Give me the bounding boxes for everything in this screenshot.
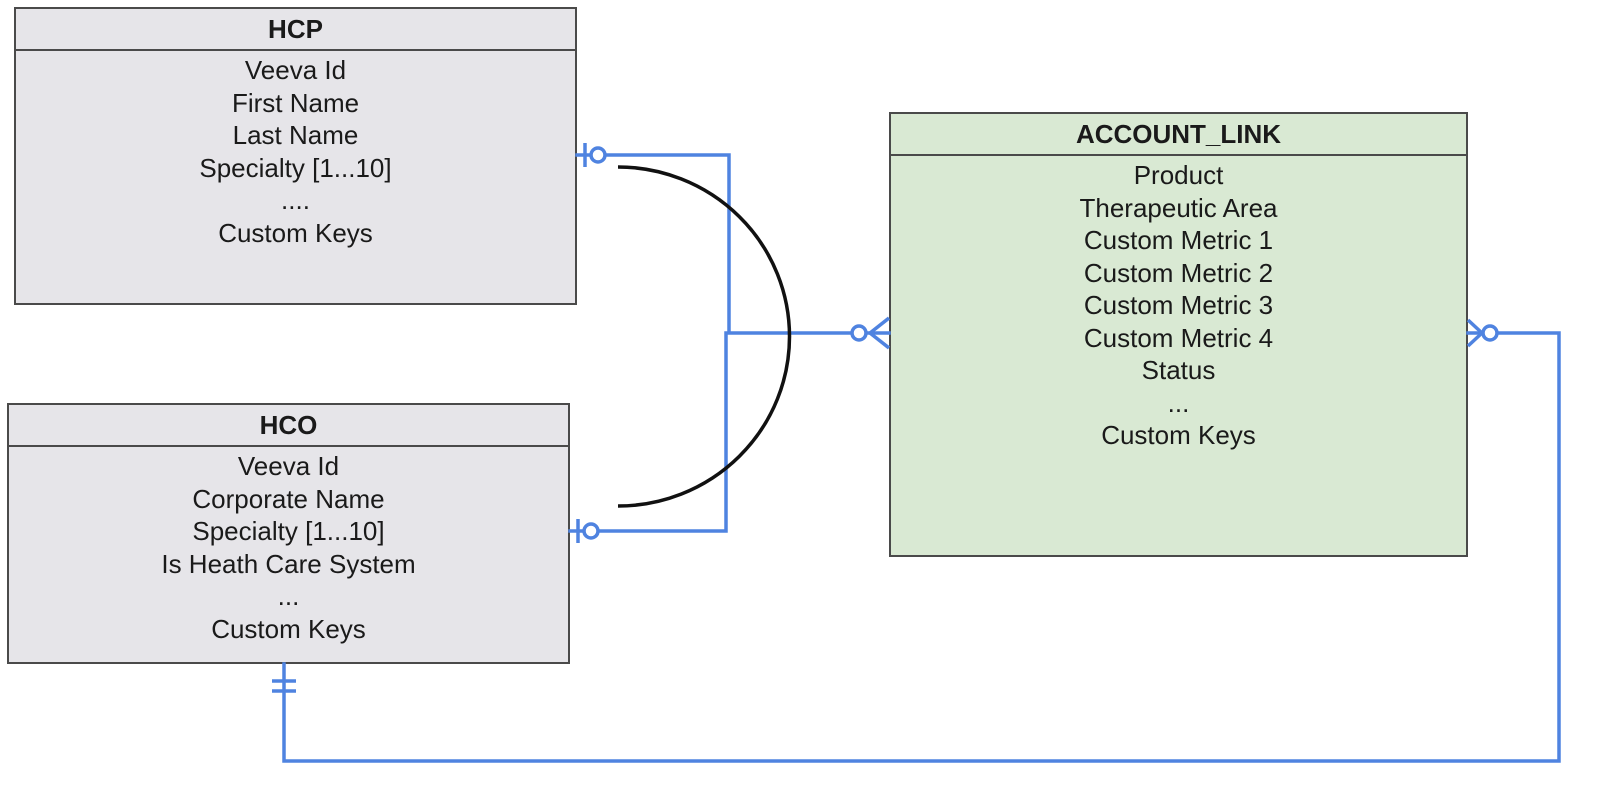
entity-account-link-fields: Product Therapeutic Area Custom Metric 1… <box>891 156 1466 452</box>
entity-field: Last Name <box>232 120 359 150</box>
entity-field: Custom Keys <box>218 217 373 248</box>
connector-account-link-hco <box>282 331 1561 763</box>
exclusive-arc <box>617 165 792 508</box>
exactly-one-marker-icon <box>272 679 296 693</box>
entity-field: Custom Metric 3 <box>1083 290 1274 320</box>
entity-field: Status <box>1141 355 1216 385</box>
entity-field: Custom Metric 2 <box>1083 257 1274 288</box>
entity-hcp-fields: Veeva Id First Name Last Name Specialty … <box>16 51 575 249</box>
zero-or-one-marker-icon <box>576 519 600 543</box>
entity-field: ... <box>1167 387 1190 418</box>
zero-or-many-marker-icon <box>850 316 891 350</box>
entity-field: ... <box>277 581 300 611</box>
entity-hco-fields: Veeva Id Corporate Name Specialty [1...1… <box>9 447 568 645</box>
entity-field: Product <box>1133 160 1224 190</box>
entity-account-link: ACCOUNT_LINK Product Therapeutic Area Cu… <box>889 112 1468 557</box>
entity-field: Specialty [1...10] <box>192 516 385 546</box>
entity-field: Custom Keys <box>211 613 366 644</box>
entity-field: First Name <box>231 87 360 118</box>
entity-hcp-title: HCP <box>16 9 575 51</box>
entity-field: Specialty [1...10] <box>199 152 392 183</box>
zero-or-many-marker-icon <box>1466 318 1499 348</box>
entity-hcp: HCP Veeva Id First Name Last Name Specia… <box>14 7 577 305</box>
entity-field: Custom Metric 1 <box>1083 225 1274 255</box>
entity-hco-title: HCO <box>9 405 568 447</box>
entity-field: Veeva Id <box>237 451 340 481</box>
entity-hco: HCO Veeva Id Corporate Name Specialty [1… <box>7 403 570 664</box>
entity-field: Custom Keys <box>1101 420 1256 450</box>
entity-field: Corporate Name <box>192 483 385 514</box>
entity-field: Custom Metric 4 <box>1083 322 1274 353</box>
connector-hcp-account-link <box>575 153 891 335</box>
zero-or-one-marker-icon <box>583 143 607 167</box>
entity-field: Therapeutic Area <box>1079 192 1278 223</box>
connector-hco-account-link <box>568 331 728 533</box>
entity-field: Veeva Id <box>244 55 347 85</box>
entity-field: Is Heath Care System <box>161 548 416 579</box>
entity-account-link-title: ACCOUNT_LINK <box>891 114 1466 156</box>
entity-field: .... <box>281 185 310 215</box>
